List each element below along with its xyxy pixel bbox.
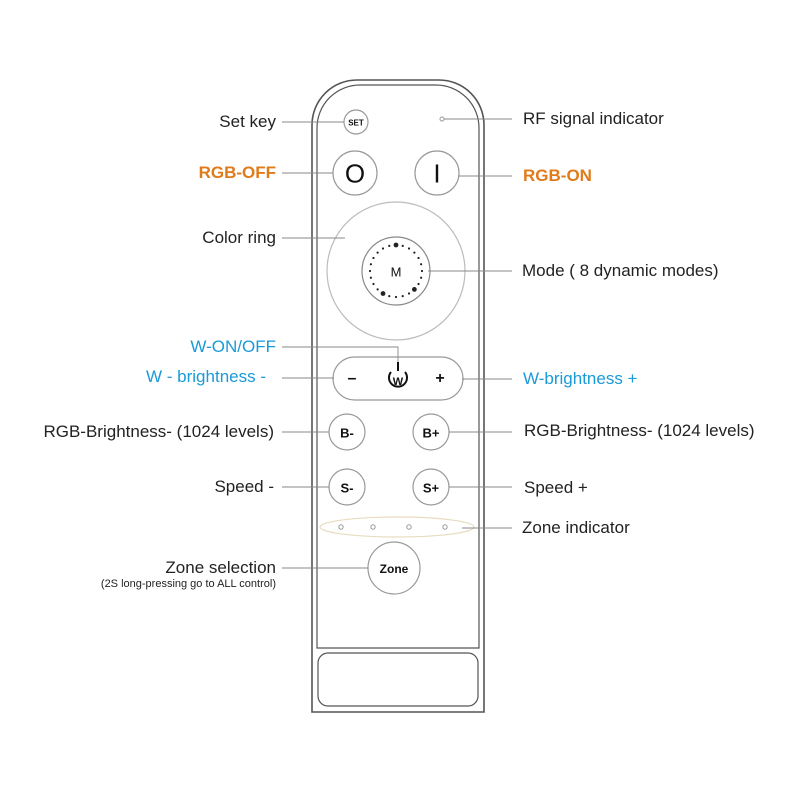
mode-button-label[interactable]: M [390,264,402,280]
b-minus-label[interactable]: B- [340,425,354,441]
leader-lines [282,118,512,569]
mode-dot [376,288,379,291]
remote-body [311,79,485,713]
rgb-brightness-minus-label: RGB-Brightness- (1024 levels) [43,422,274,441]
w-brightness-minus-label: W - brightness - [146,367,266,386]
w-button-label[interactable]: W [392,376,404,388]
rgb-on-label: RGB-ON [523,166,592,185]
rf-indicator [439,116,445,122]
mode-dot [388,295,391,298]
mode-dot [368,269,372,273]
rgb-brightness-plus-label: RGB-Brightness- (1024 levels) [524,421,755,440]
mode-dot [393,242,399,248]
mode-dot [407,292,411,295]
speed-plus-label: Speed + [524,478,588,497]
zone-button-label[interactable]: Zone [379,562,409,576]
mode-dot [401,244,404,247]
rgb-on-button [414,150,460,196]
mode-dot [376,251,379,254]
mode-dot [417,256,420,260]
remote-bottom-cap [317,652,479,707]
zone-selection-label: Zone selection [165,558,276,577]
w-power-icon [388,362,408,388]
b-plus-label[interactable]: B+ [422,425,440,441]
mode-dot [388,244,391,247]
mode-dot [411,286,417,292]
mode-dot [420,269,424,273]
w-brightness-plus-label: W-brightness + [523,369,638,388]
s-minus-label[interactable]: S- [340,480,354,496]
zone-indicator-label: Zone indicator [522,518,630,537]
mode-dot [380,291,386,296]
zone-selection-note: (2S long-pressing go to ALL control) [100,578,276,590]
set-key-label: Set key [219,112,276,131]
mode-dot [372,282,375,286]
set-button-label[interactable]: SET [348,118,364,128]
rgb-on-button-label[interactable]: I [433,158,441,189]
rgb-off-label: RGB-OFF [198,163,276,182]
rgb-off-button-label[interactable]: O [344,158,366,189]
w-minus-button[interactable]: – [347,370,357,387]
mode-dot [401,295,404,298]
mode-dot [407,247,411,250]
mode-dot [369,263,372,266]
mode-dot [420,263,423,266]
mode-dot [369,276,372,279]
rf-signal-label: RF signal indicator [523,109,664,128]
mode-dots [368,242,424,299]
mode-label: Mode ( 8 dynamic modes) [522,261,719,280]
s-plus-label[interactable]: S+ [422,480,440,496]
mode-dot [420,276,423,279]
mode-dot [394,295,398,299]
color-ring-label: Color ring [202,228,276,247]
zone-indicator-strip [319,516,475,538]
mode-dot [381,247,385,250]
w-plus-button[interactable]: + [435,370,445,387]
mode-dot [372,256,375,260]
speed-minus-label: Speed - [214,477,274,496]
mode-dot [417,282,420,286]
w-onoff-label: W-ON/OFF [190,337,276,356]
mode-dot [413,251,416,254]
